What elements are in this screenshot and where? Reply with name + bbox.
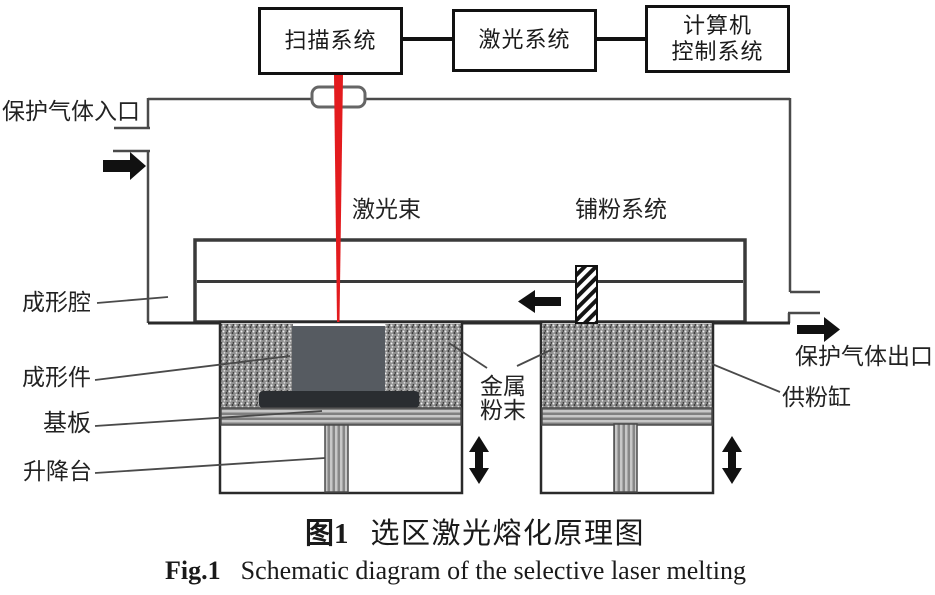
metal-powder-label: 金属 粉末 — [480, 374, 526, 424]
flow-arrows — [103, 152, 840, 484]
leader-lines — [94, 296, 781, 474]
recoater-blade — [575, 265, 598, 324]
gas-inlet-arrow — [103, 152, 146, 180]
chamber-leader — [96, 296, 169, 304]
supply-piston-rod — [613, 423, 638, 493]
enclosure-lines — [113, 97, 820, 323]
laser-system-label: 激光系统 — [478, 27, 571, 53]
metal-powder-right-leader — [516, 348, 554, 367]
powder-supply-cylinder — [539, 320, 715, 495]
supply-platform-plate — [541, 407, 713, 426]
supply-piston-arrow — [722, 436, 742, 484]
figure-title-en: Schematic diagram of the selective laser… — [240, 556, 746, 585]
part-leader — [94, 355, 291, 381]
gas-outlet-arrow — [797, 317, 840, 342]
scan-system-label: 扫描系统 — [284, 27, 377, 53]
laser-beam-label: 激光束 — [352, 197, 421, 222]
figure-number-en: Fig.1 — [165, 556, 221, 585]
build-piston-arrow — [469, 436, 489, 484]
powder-supply-cylinder-label: 供粉缸 — [782, 385, 851, 410]
powder-spreading-system-label: 铺粉系统 — [575, 197, 667, 222]
gas-outlet-label: 保护气体出口 — [795, 344, 933, 369]
figure-caption-en: Fig.1 Schematic diagram of the selective … — [165, 556, 746, 586]
laser-beam — [334, 75, 343, 322]
lifting-platform-plate — [220, 407, 462, 426]
powder-supply-bed — [542, 324, 712, 408]
figure-number-zh: 图1 — [305, 518, 349, 550]
computer-control-system-label: 计算机 控制系统 — [671, 12, 764, 64]
substrate-label: 基板 — [43, 411, 91, 437]
substrate-plate — [259, 391, 419, 408]
metal-powder-left-leader — [448, 342, 488, 369]
forming-chamber-label: 成形腔 — [22, 290, 91, 315]
scan-system-box: 扫描系统 — [258, 7, 403, 75]
figure-title-zh: 选区激光熔化原理图 — [370, 518, 646, 550]
build-cylinder — [218, 320, 464, 495]
figure-caption-zh: 图1 选区激光熔化原理图 — [305, 510, 645, 552]
computer-control-system-box: 计算机 控制系统 — [645, 5, 790, 73]
build-piston-rod — [324, 424, 349, 493]
gas-inlet-label: 保护气体入口 — [2, 99, 140, 124]
lifting-platform-label: 升降台 — [23, 459, 92, 484]
recoater-direction-arrow — [518, 290, 561, 313]
formed-part-label: 成形件 — [22, 365, 91, 390]
laser-system-box: 激光系统 — [452, 9, 597, 72]
formed-part — [292, 326, 385, 392]
substrate-leader — [94, 410, 323, 427]
platform-leader — [94, 457, 326, 474]
supply-cylinder-leader — [711, 363, 781, 393]
